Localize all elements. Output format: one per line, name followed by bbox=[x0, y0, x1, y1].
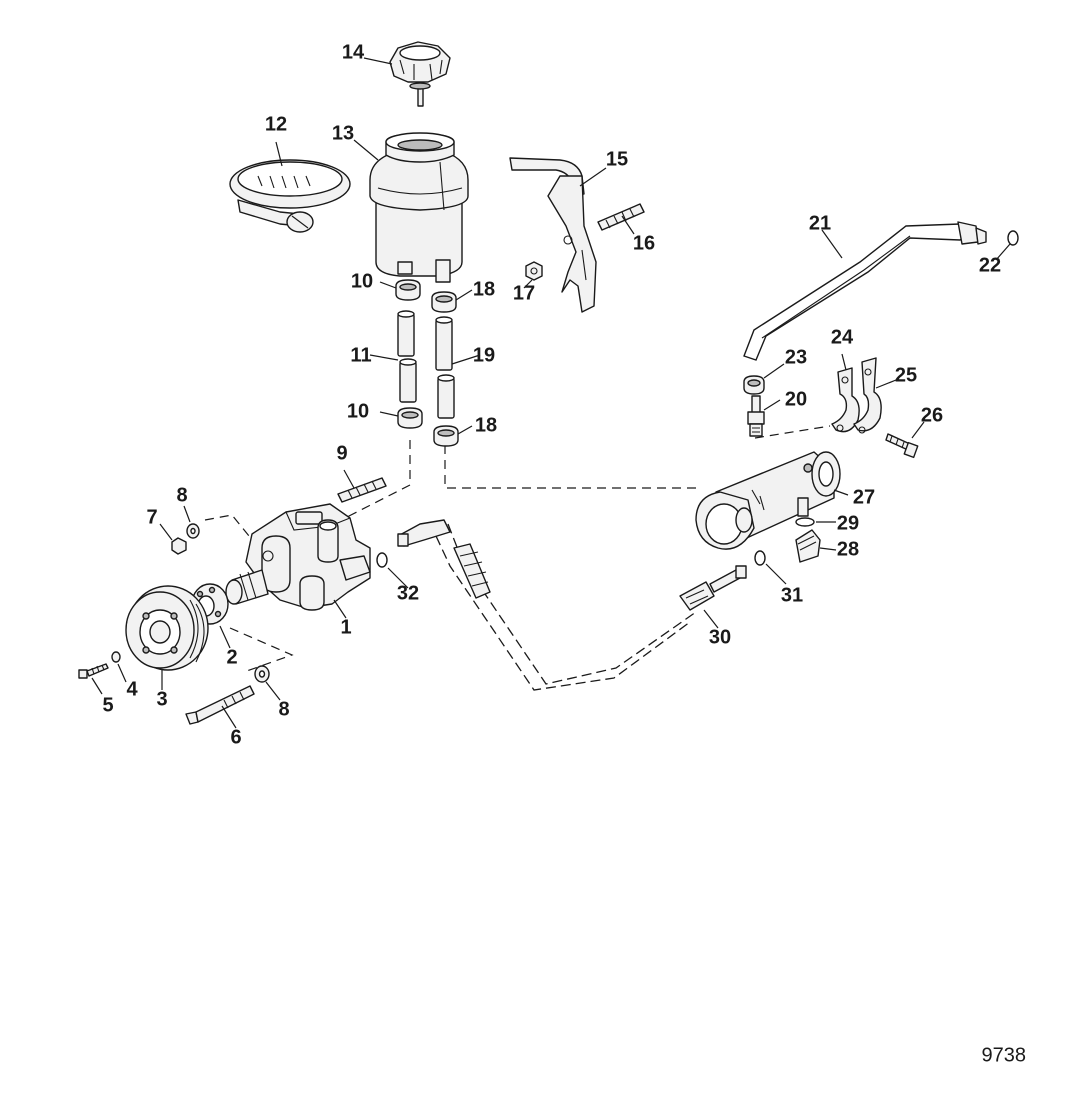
hose-clamp-upper-left bbox=[395, 279, 421, 301]
callout-8-lower: 8 bbox=[278, 698, 289, 720]
clamp-screw bbox=[885, 433, 919, 459]
callout-27: 27 bbox=[853, 486, 875, 508]
callout-6: 6 bbox=[230, 726, 241, 748]
washer-4 bbox=[111, 651, 121, 663]
hose-clamp-upper-right bbox=[431, 291, 457, 313]
elbow-fitting bbox=[795, 529, 821, 563]
hose-section-11 bbox=[397, 310, 417, 403]
callout-7: 7 bbox=[146, 506, 157, 528]
power-steering-pump bbox=[225, 503, 371, 611]
callout-10-upper: 10 bbox=[351, 270, 373, 292]
callout-labels: 14 12 13 15 16 17 21 22 10 18 11 19 10 1… bbox=[102, 41, 1001, 748]
callout-8-upper: 8 bbox=[176, 484, 187, 506]
callout-4: 4 bbox=[126, 678, 138, 700]
callout-21: 21 bbox=[809, 212, 831, 234]
callout-16: 16 bbox=[633, 232, 655, 254]
callout-25: 25 bbox=[895, 364, 917, 386]
callout-17: 17 bbox=[513, 282, 535, 304]
power-steering-cooler bbox=[695, 451, 841, 550]
callout-26: 26 bbox=[921, 404, 943, 426]
reservoir-bracket bbox=[509, 157, 597, 313]
callout-11: 11 bbox=[350, 344, 371, 366]
reservoir-cap bbox=[389, 41, 451, 107]
callout-5: 5 bbox=[102, 694, 113, 716]
bracket-stud bbox=[597, 203, 645, 231]
hose-clamp-23 bbox=[743, 375, 765, 395]
cooler-clamp-25 bbox=[853, 357, 882, 434]
band-clamp bbox=[229, 159, 351, 233]
callout-14: 14 bbox=[342, 41, 365, 63]
callout-3: 3 bbox=[156, 688, 167, 710]
callout-10-lower: 10 bbox=[347, 400, 369, 422]
pressure-hose bbox=[397, 519, 747, 691]
pump-pulley bbox=[125, 585, 209, 671]
o-ring-29 bbox=[795, 517, 815, 527]
power-steering-reservoir bbox=[369, 132, 469, 283]
figure-id: 9738 bbox=[982, 1044, 1027, 1066]
callout-30: 30 bbox=[709, 626, 731, 648]
callout-31: 31 bbox=[781, 584, 803, 606]
hose-section-19 bbox=[435, 316, 455, 419]
leader-lines bbox=[91, 57, 1011, 729]
callout-18-lower: 18 bbox=[475, 414, 497, 436]
hose-clamp-lower-right bbox=[433, 425, 459, 447]
callout-22: 22 bbox=[979, 254, 1001, 276]
callout-9: 9 bbox=[336, 442, 347, 464]
callout-15: 15 bbox=[606, 148, 628, 170]
hose-clamp-lower-left bbox=[397, 407, 423, 429]
callout-24: 24 bbox=[831, 326, 854, 348]
washer-8-upper bbox=[186, 523, 200, 539]
pump-bolt bbox=[185, 685, 255, 725]
o-ring-22 bbox=[1007, 230, 1019, 246]
nut bbox=[525, 261, 543, 281]
callout-32: 32 bbox=[397, 582, 419, 604]
pulley-screw bbox=[78, 663, 109, 679]
o-ring-32 bbox=[376, 552, 388, 568]
callout-20: 20 bbox=[785, 388, 807, 410]
alignment-dash-lines bbox=[204, 425, 831, 673]
callout-12: 12 bbox=[265, 113, 287, 135]
callout-18-upper: 18 bbox=[473, 278, 495, 300]
pump-stud bbox=[337, 477, 387, 503]
nut-7 bbox=[171, 537, 187, 555]
callout-19: 19 bbox=[473, 344, 495, 366]
washer-8-lower bbox=[254, 665, 270, 683]
callout-13: 13 bbox=[332, 122, 354, 144]
callout-29: 29 bbox=[837, 512, 859, 534]
callout-1: 1 bbox=[340, 616, 351, 638]
callout-2: 2 bbox=[226, 646, 237, 668]
callout-28: 28 bbox=[837, 538, 859, 560]
callout-23: 23 bbox=[785, 346, 807, 368]
cooler-clamp-24 bbox=[831, 367, 860, 433]
return-hose bbox=[743, 221, 987, 361]
o-ring-31 bbox=[754, 550, 766, 566]
hose-fitting bbox=[747, 395, 765, 437]
